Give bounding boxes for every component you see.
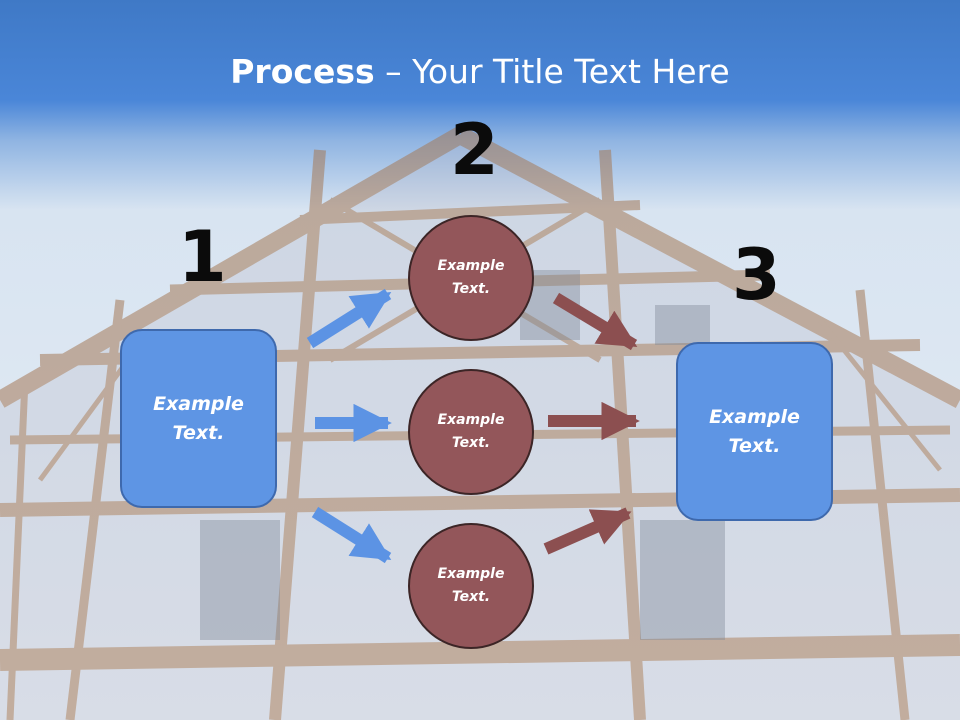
step-2-circle-middle-text: Example Text. (437, 412, 505, 451)
arrow-1-to-2-bottom (311, 506, 392, 564)
step-2-circle-bottom-text: Example Text. (437, 566, 505, 605)
slide-title: Process – Your Title Text Here (0, 52, 960, 91)
step-2-circle-top[interactable]: Example Text. (408, 215, 534, 341)
arrow-2-to-3-top (552, 292, 638, 351)
title-rest: – Your Title Text Here (374, 52, 730, 91)
step-2-circle-middle[interactable]: Example Text. (408, 369, 534, 495)
step-3-box[interactable]: Example Text. (676, 342, 833, 521)
step-2-circle-bottom[interactable]: Example Text. (408, 523, 534, 649)
step-3-number: 3 (732, 234, 781, 316)
title-bold: Process (230, 52, 375, 91)
step-2-number: 2 (450, 109, 499, 191)
step-1-text: Example Text. (153, 392, 244, 444)
step-3-text: Example Text. (709, 405, 800, 457)
step-1-number: 1 (178, 216, 227, 298)
arrow-1-to-2-top (306, 288, 392, 349)
step-2-circle-top-text: Example Text. (437, 258, 505, 297)
arrow-2-to-3-bottom (543, 507, 632, 555)
step-1-box[interactable]: Example Text. (120, 329, 277, 508)
